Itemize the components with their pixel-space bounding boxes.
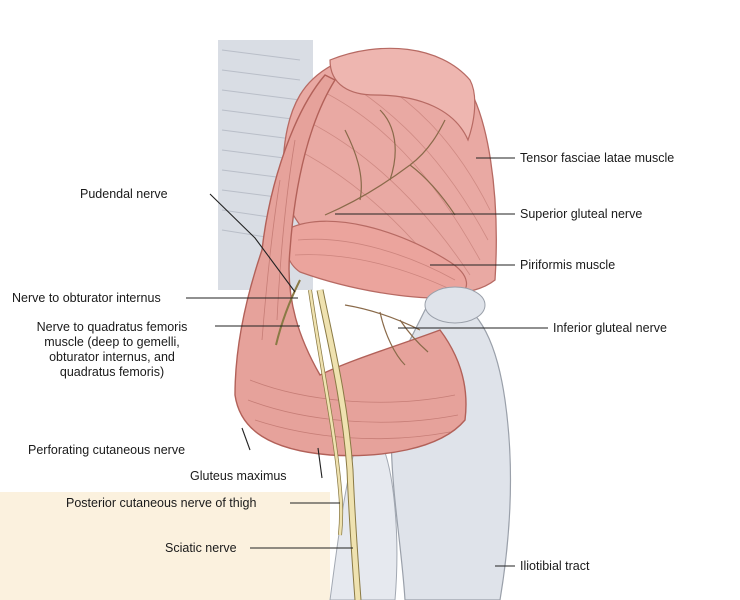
inferior-gluteal-nerve-branches bbox=[344, 304, 429, 366]
sciatic-nerve bbox=[316, 289, 362, 600]
hip-joint-capsule bbox=[424, 286, 486, 324]
piriformis-striations bbox=[294, 238, 456, 291]
pudendal-nerve-path bbox=[275, 279, 301, 346]
label-pudendal-nerve: Pudendal nerve bbox=[80, 187, 168, 201]
posterior-cutaneous-nerve bbox=[308, 289, 344, 536]
leader-lines bbox=[186, 157, 548, 567]
label-piriformis-muscle: Piriformis muscle bbox=[520, 258, 616, 272]
label-nerve-obturator-internus: Nerve to obturator internus bbox=[12, 291, 161, 305]
label-sciatic-nerve: Sciatic nerve bbox=[165, 541, 237, 555]
label-iliotibial-tract: Iliotibial tract bbox=[520, 559, 590, 573]
label-posterior-cutaneous-nerve: Posterior cutaneous nerve of thigh bbox=[66, 496, 257, 510]
label-inferior-gluteal-nerve: Inferior gluteal nerve bbox=[553, 321, 667, 335]
tensor-fasciae-latae bbox=[329, 47, 476, 142]
thigh-skin-background bbox=[0, 492, 330, 600]
label-superior-gluteal-nerve: Superior gluteal nerve bbox=[520, 207, 643, 221]
gluteus-maximus bbox=[234, 74, 467, 457]
label-gluteus-maximus: Gluteus maximus bbox=[190, 469, 287, 483]
label-perforating-cutaneous-nerve: Perforating cutaneous nerve bbox=[28, 443, 186, 457]
label-tensor-fasciae-latae: Tensor fasciae latae muscle bbox=[520, 151, 675, 165]
superior-gluteal-nerve-branches bbox=[324, 109, 456, 216]
label-nerve-quadratus-femoris: Nerve to quadratus femoris muscle (deep … bbox=[36, 320, 188, 379]
